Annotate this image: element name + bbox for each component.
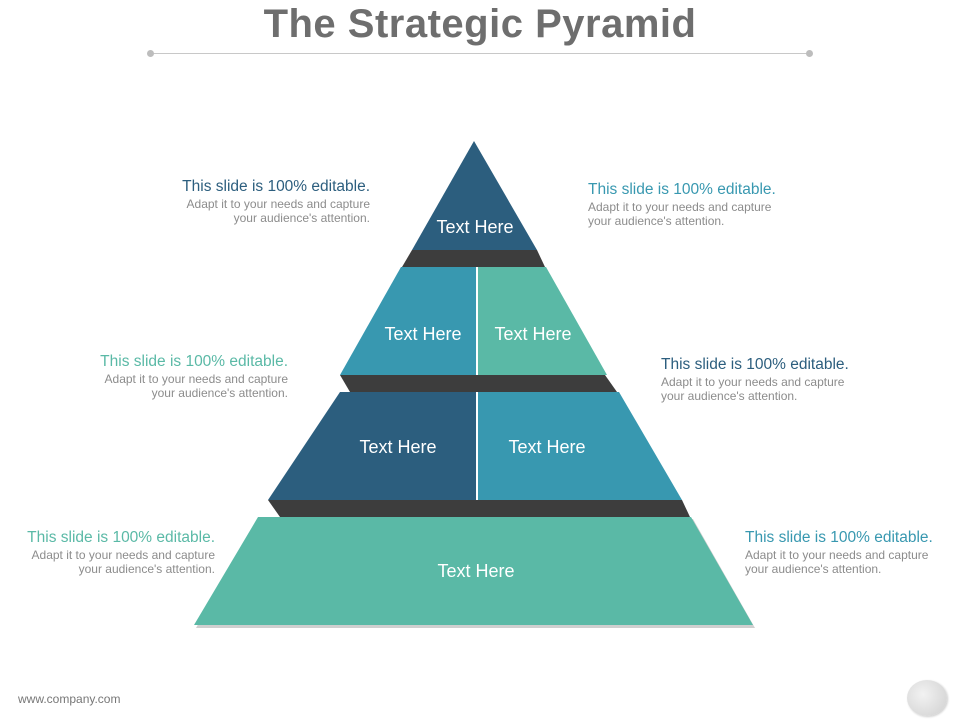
note-line-1: Adapt it to your needs and capture bbox=[186, 197, 370, 211]
title-divider bbox=[147, 50, 813, 57]
note-line-2: your audience's attention. bbox=[78, 562, 215, 576]
pyramid-shelf-3 bbox=[268, 500, 690, 517]
note-line-1: Adapt it to your needs and capture bbox=[104, 372, 288, 386]
note-body: Adapt it to your needs and capture your … bbox=[110, 197, 370, 225]
note-heading: This slide is 100% editable. bbox=[100, 353, 288, 370]
pyramid-tier-1 bbox=[412, 141, 537, 250]
note-line-1: Adapt it to your needs and capture bbox=[745, 548, 929, 562]
pyramid-shelf-1 bbox=[402, 250, 545, 267]
tier-1-label: Text Here bbox=[436, 217, 513, 237]
note-heading: This slide is 100% editable. bbox=[588, 181, 776, 198]
note-body: Adapt it to your needs and capture your … bbox=[588, 200, 848, 228]
corner-circle-decoration bbox=[907, 680, 947, 716]
note-line-2: your audience's attention. bbox=[151, 386, 288, 400]
note-heading: This slide is 100% editable. bbox=[182, 178, 370, 195]
note-line-1: Adapt it to your needs and capture bbox=[588, 200, 772, 214]
note-line-2: your audience's attention. bbox=[588, 214, 725, 228]
note-line-2: your audience's attention. bbox=[745, 562, 882, 576]
note-middle-left: This slide is 100% editable. Adapt it to… bbox=[28, 353, 288, 400]
note-middle-right: This slide is 100% editable. Adapt it to… bbox=[661, 356, 921, 403]
note-body: Adapt it to your needs and capture your … bbox=[661, 375, 921, 403]
footer-url: www.company.com bbox=[18, 692, 121, 706]
pyramid-tier-3-left bbox=[268, 392, 476, 500]
pyramid-tier-2-left bbox=[340, 267, 476, 375]
note-body: Adapt it to your needs and capture your … bbox=[0, 548, 215, 576]
note-line-1: Adapt it to your needs and capture bbox=[661, 375, 845, 389]
tier-3-left-label: Text Here bbox=[359, 437, 436, 457]
note-body: Adapt it to your needs and capture your … bbox=[28, 372, 288, 400]
slide-title: The Strategic Pyramid bbox=[263, 2, 697, 46]
pyramid-shelf-2 bbox=[340, 375, 617, 392]
divider-left-dot bbox=[147, 50, 154, 57]
note-line-2: your audience's attention. bbox=[233, 211, 370, 225]
tier-2-right-label: Text Here bbox=[494, 324, 571, 344]
note-line-2: your audience's attention. bbox=[661, 389, 798, 403]
pyramid-tier-3-right bbox=[478, 392, 682, 500]
note-heading: This slide is 100% editable. bbox=[661, 356, 849, 373]
note-body: Adapt it to your needs and capture your … bbox=[745, 548, 960, 576]
note-line-1: Adapt it to your needs and capture bbox=[31, 548, 215, 562]
note-top-left: This slide is 100% editable. Adapt it to… bbox=[110, 178, 370, 225]
note-top-right: This slide is 100% editable. Adapt it to… bbox=[588, 181, 848, 228]
tier-3-right-label: Text Here bbox=[508, 437, 585, 457]
pyramid-tier-2-right bbox=[478, 267, 607, 375]
pyramid-tier-4 bbox=[194, 517, 753, 625]
divider-right-dot bbox=[806, 50, 813, 57]
note-heading: This slide is 100% editable. bbox=[27, 529, 215, 546]
note-heading: This slide is 100% editable. bbox=[745, 529, 933, 546]
note-bottom-right: This slide is 100% editable. Adapt it to… bbox=[745, 529, 960, 576]
note-bottom-left: This slide is 100% editable. Adapt it to… bbox=[0, 529, 215, 576]
tier-2-left-label: Text Here bbox=[384, 324, 461, 344]
tier-4-label: Text Here bbox=[437, 561, 514, 581]
